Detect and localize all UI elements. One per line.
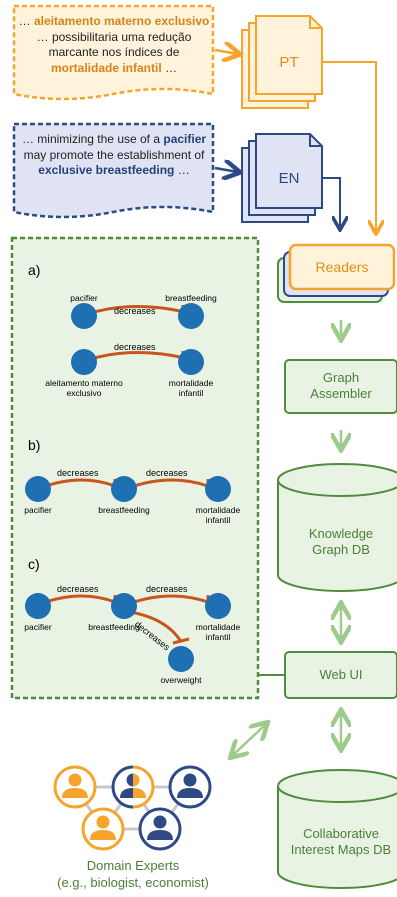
pt-document-icon [241,15,323,109]
domain-experts-title: Domain Experts [86,858,180,873]
pt-doc-arrow [214,50,238,54]
pt-doc-label: PT [279,54,299,71]
expert-avatar-split-icon [111,765,155,809]
label-c-mortalidade: mortalidade infantil [195,622,241,642]
label-a1-breastfeeding: breastfeeding [165,293,217,303]
node-c-overweight [168,646,194,672]
edge-label-a1: decreases [114,306,156,316]
pt-quote-text: … aleitamento materno exclusivo … possib… [18,14,210,75]
graph-assembler-box [284,359,397,414]
pt-quote-box [12,4,215,101]
pt-to-readers-arrow [322,61,376,232]
node-c-mortalidade [205,593,231,619]
node-a2-aleitamento [71,349,97,375]
node-c-breastfeeding [111,593,137,619]
edge-c3 [129,610,182,641]
domain-experts-subtitle: (e.g., biologist, economist) [57,875,209,890]
node-c-pacifier [25,593,51,619]
label-b-breastfeeding: breastfeeding [98,505,150,515]
en-to-readers-arrow [322,177,340,228]
node-a1-pacifier [71,303,97,329]
edge-label-b2: decreases [146,468,188,478]
graph-assembler-label: Graph Assembler [310,370,372,401]
expert-avatar-navy-2-icon [138,807,182,851]
label-a2-aleitamento: aleitamento materno exclusivo [45,378,123,398]
label-b-pacifier: pacifier [24,505,52,515]
en-quote-box [12,122,215,219]
edge-label-c2: decreases [146,584,188,594]
en-quote-text: … minimizing the use of a pacifier may p… [21,132,207,177]
en-doc-arrow [214,168,238,172]
section-a-label: a) [28,262,41,278]
domain-experts-caption: Domain Experts (e.g., biologist, economi… [18,857,248,891]
label-a2-mortalidade: mortalidade infantil [168,378,214,398]
node-a1-breastfeeding [178,303,204,329]
web-ui-label: Web UI [319,667,363,682]
edge-c2 [127,594,209,606]
expert-avatar-orange-icon [53,765,97,809]
label-b-mortalidade: mortalidade infantil [195,505,241,525]
interest-maps-db-cylinder [277,769,397,889]
edge-label-c1: decreases [57,584,99,594]
readers-box [277,243,396,303]
node-b-pacifier [25,476,51,502]
label-c-overweight: overweight [160,675,202,685]
expert-avatar-navy-icon [168,765,212,809]
en-doc-label: EN [278,170,300,187]
en-document-icon [241,133,323,223]
label-a1-pacifier: pacifier [70,293,98,303]
edge-c3-bar [172,637,190,645]
label-c-pacifier: pacifier [24,622,52,632]
edge-a1 [86,304,186,316]
knowledge-graph-db-cylinder [277,463,397,592]
edge-label-b1: decreases [57,468,99,478]
node-b-mortalidade [205,476,231,502]
node-a2-mortalidade [178,349,204,375]
section-b-label: b) [28,437,41,453]
label-c-breastfeeding: breastfeeding [88,622,140,632]
knowledge-graph-db-label: Knowledge Graph DB [308,526,374,557]
section-c-label: c) [28,556,40,572]
readers-label: Readers [315,259,369,275]
graph-examples-panel [10,236,260,700]
interest-maps-db-label: Collaborative Interest Maps DB [290,826,392,857]
experts-webui-arrow [232,724,266,756]
edge-a2 [86,350,186,362]
node-b-breastfeeding [111,476,137,502]
expert-avatar-orange-2-icon [81,807,125,851]
edge-label-a2: decreases [114,342,156,352]
